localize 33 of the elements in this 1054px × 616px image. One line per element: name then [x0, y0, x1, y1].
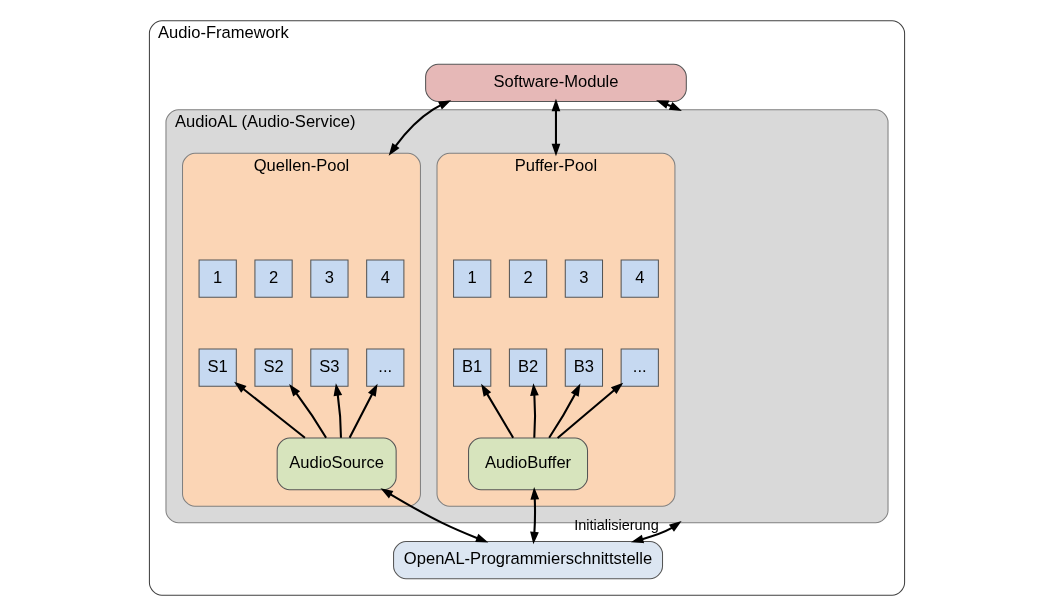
node-box: ... — [620, 348, 659, 387]
arrow — [234, 381, 306, 439]
node-box: S1 — [198, 348, 237, 387]
node-box: 4 — [366, 259, 405, 298]
node-box: 1 — [198, 259, 237, 298]
arrow — [548, 383, 581, 439]
arrow — [388, 100, 452, 156]
arrow — [556, 382, 624, 439]
node-box: ... — [366, 348, 405, 387]
node-box: OpenAL-Programmierschnittstelle — [393, 540, 664, 580]
node-box: AudioBuffer — [468, 437, 589, 491]
node-box: B3 — [564, 348, 604, 387]
node-box: 4 — [620, 259, 659, 298]
arrow — [530, 487, 540, 545]
node-box: AudioSource — [276, 437, 397, 491]
arrow — [530, 383, 539, 438]
arrow — [631, 521, 682, 544]
arrow — [551, 98, 561, 157]
arrow — [380, 488, 489, 543]
node-box: 3 — [310, 259, 349, 298]
node-box: S2 — [254, 348, 293, 387]
node-box: 2 — [254, 259, 293, 298]
node-box: 3 — [564, 259, 604, 298]
arrow — [333, 383, 343, 438]
node-box: S3 — [310, 348, 349, 387]
node-box: Software-Module — [425, 63, 687, 102]
node-box: B2 — [508, 348, 548, 387]
node-box: 2 — [508, 259, 548, 298]
arrow — [289, 383, 327, 439]
arrow — [348, 383, 378, 439]
node-box: B1 — [453, 348, 492, 387]
node-box: 1 — [453, 259, 492, 298]
arrow — [481, 383, 515, 439]
